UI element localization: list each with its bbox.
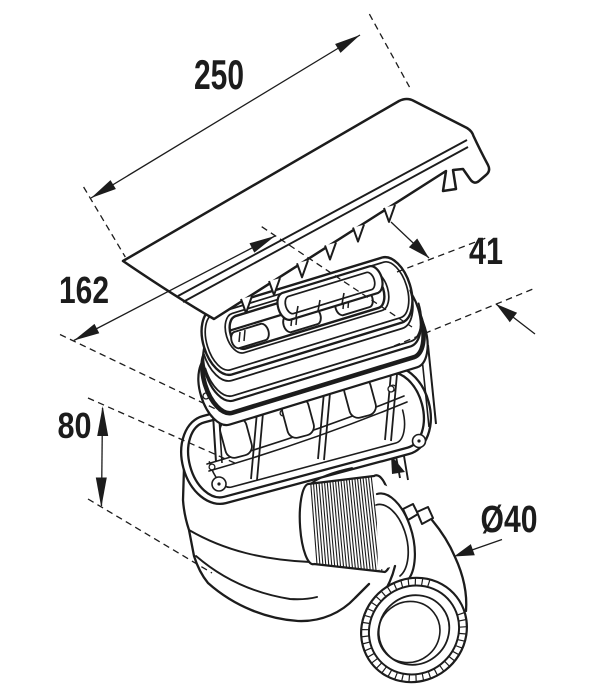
dimension-arrowhead bbox=[454, 544, 475, 557]
dim-outlet-diameter bbox=[454, 538, 503, 557]
dim-body-height bbox=[87, 397, 238, 574]
dim-waste-width-label: 41 bbox=[469, 231, 503, 273]
dim-outlet-diameter-label: Ø40 bbox=[481, 499, 538, 541]
dimension-arrowhead bbox=[408, 238, 429, 258]
dim-cover-length-label: 250 bbox=[194, 51, 244, 98]
dimension-arrowhead bbox=[95, 477, 107, 508]
dimension-arrowhead bbox=[97, 406, 109, 436]
strainer-cage bbox=[206, 344, 437, 481]
dimension-arrowhead bbox=[73, 323, 100, 341]
dim-waste-length bbox=[59, 226, 413, 415]
outlet-nut-and-elbow bbox=[298, 467, 468, 684]
dimension-arrowhead bbox=[335, 35, 360, 53]
drain-body-artwork bbox=[121, 97, 491, 684]
cover-plate bbox=[121, 97, 491, 321]
dimension-annotations: 250 162 41 80 Ø40 bbox=[58, 13, 538, 574]
dimension-arrowhead bbox=[249, 236, 275, 253]
dim-waste-width bbox=[390, 221, 536, 347]
dimension-arrowhead bbox=[91, 180, 116, 198]
dimension-arrowhead bbox=[496, 304, 518, 323]
dim-body-height-label: 80 bbox=[58, 405, 92, 446]
flange-ring-stack bbox=[197, 255, 429, 427]
dim-cover-length bbox=[83, 13, 411, 258]
dim-waste-length-label: 162 bbox=[59, 270, 109, 312]
